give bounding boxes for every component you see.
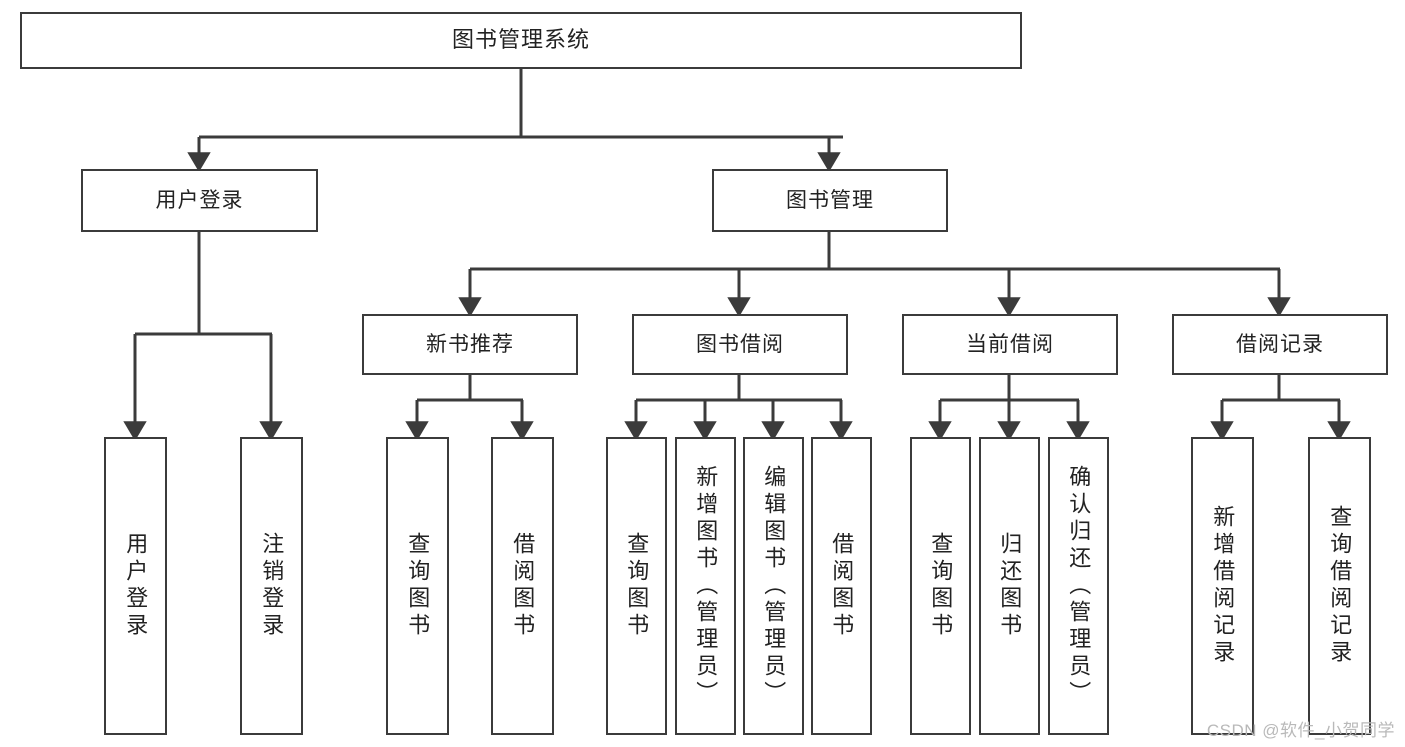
leaf-query-book-newbook-label: 查询图书 [405,532,431,640]
leaf-logout[interactable]: 注销登录 [240,437,303,735]
csdn-watermark: CSDN @软件_小贺同学 [1206,721,1395,740]
leaf-confirm-return-admin-label: 确认归还（管理员） [1066,464,1092,708]
node-book-management-label: 图书管理 [786,188,874,212]
node-user-login-label: 用户登录 [155,188,244,212]
leaf-return-book[interactable]: 归还图书 [979,437,1040,735]
leaf-edit-book-admin[interactable]: 编辑图书（管理员） [743,437,804,735]
node-current-borrow-label: 当前借阅 [966,332,1054,356]
leaf-user-login-label: 用户登录 [123,532,149,640]
leaf-query-book-current[interactable]: 查询图书 [910,437,971,735]
leaf-logout-label: 注销登录 [259,532,285,640]
leaf-edit-book-admin-label: 编辑图书（管理员） [761,464,787,708]
node-borrow-records-label: 借阅记录 [1236,332,1324,356]
leaf-add-borrow-record[interactable]: 新增借阅记录 [1191,437,1254,735]
leaf-query-borrow-record[interactable]: 查询借阅记录 [1308,437,1371,735]
leaf-query-book-newbook[interactable]: 查询图书 [386,437,449,735]
leaf-add-book-admin[interactable]: 新增图书（管理员） [675,437,736,735]
leaf-borrow-book[interactable]: 借阅图书 [811,437,872,735]
leaf-return-book-label: 归还图书 [997,532,1023,640]
leaf-query-book-current-label: 查询图书 [928,532,954,640]
node-book-borrow[interactable]: 图书借阅 [632,314,848,375]
node-user-login[interactable]: 用户登录 [81,169,318,232]
node-new-book-recommend[interactable]: 新书推荐 [362,314,578,375]
leaf-query-book-borrow-label: 查询图书 [624,532,650,640]
leaf-add-book-admin-label: 新增图书（管理员） [693,464,719,708]
node-root-label: 图书管理系统 [451,27,590,53]
leaf-borrow-book-newbook[interactable]: 借阅图书 [491,437,554,735]
leaf-borrow-book-label: 借阅图书 [829,532,855,640]
leaf-confirm-return-admin[interactable]: 确认归还（管理员） [1048,437,1109,735]
node-root[interactable]: 图书管理系统 [20,12,1022,69]
leaf-add-borrow-record-label: 新增借阅记录 [1210,505,1236,667]
node-borrow-records[interactable]: 借阅记录 [1172,314,1388,375]
leaf-query-borrow-record-label: 查询借阅记录 [1327,505,1353,667]
node-new-book-recommend-label: 新书推荐 [426,332,514,356]
node-book-management[interactable]: 图书管理 [712,169,948,232]
leaf-query-book-borrow[interactable]: 查询图书 [606,437,667,735]
node-current-borrow[interactable]: 当前借阅 [902,314,1118,375]
leaf-user-login[interactable]: 用户登录 [104,437,167,735]
leaf-borrow-book-newbook-label: 借阅图书 [510,532,536,640]
node-book-borrow-label: 图书借阅 [696,332,784,356]
